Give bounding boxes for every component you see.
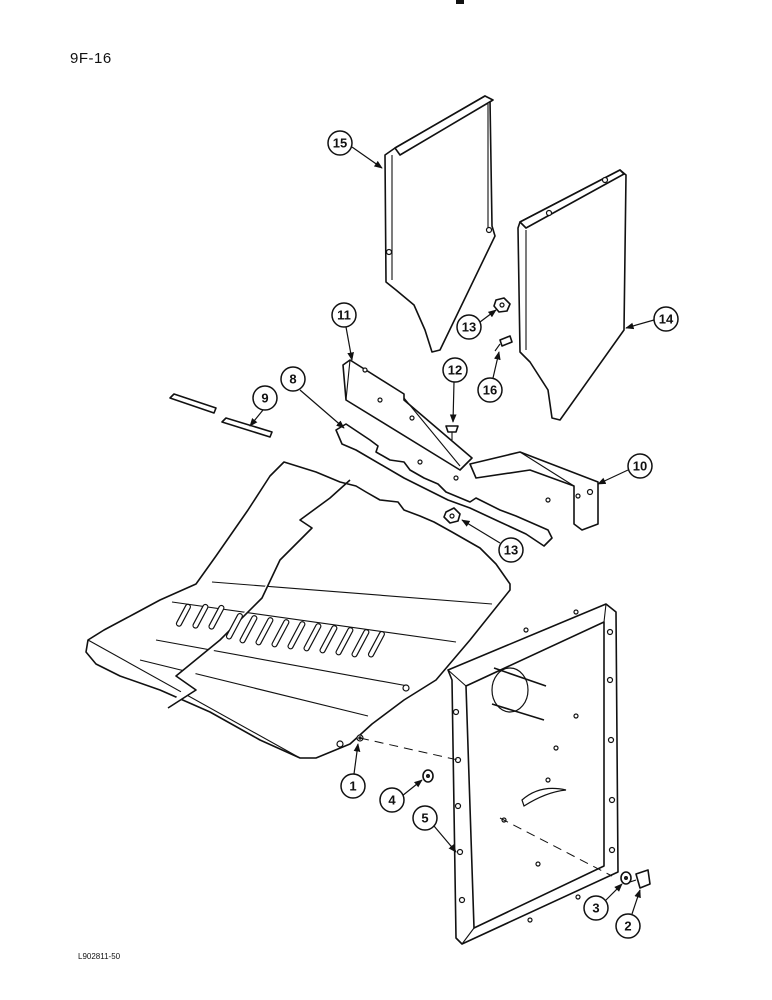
callout-13-upper: 13 <box>456 309 497 340</box>
callout-14-label: 14 <box>659 312 674 327</box>
callout-12: 12 <box>442 357 468 423</box>
callout-2: 2 <box>615 889 641 939</box>
part-16-screw <box>494 335 513 352</box>
part-13-nut-upper <box>493 297 511 313</box>
callout-9: 9 <box>249 385 278 427</box>
callout-3: 3 <box>583 883 623 921</box>
callout-11: 11 <box>331 302 357 361</box>
panel-slots <box>175 603 385 658</box>
callout-4-label: 4 <box>388 793 396 808</box>
assembly-lines <box>359 737 613 877</box>
callout-2-label: 2 <box>624 919 631 934</box>
part-10-right-bracket <box>469 451 599 531</box>
callout-11-label: 11 <box>337 308 351 323</box>
figure-code: L902811-50 <box>78 952 121 961</box>
part-4-washer <box>422 769 434 783</box>
callout-5: 5 <box>412 805 457 853</box>
page-top-mark <box>456 0 464 4</box>
callout-1: 1 <box>340 743 366 799</box>
callout-1-label: 1 <box>349 779 356 794</box>
callout-5-label: 5 <box>421 811 428 826</box>
callout-15-label: 15 <box>333 136 347 151</box>
callout-12-label: 12 <box>448 363 462 378</box>
callout-13-lower: 13 <box>461 519 524 563</box>
part-1-slotted-panel <box>85 461 511 759</box>
callout-10: 10 <box>597 453 653 485</box>
callout-8-label: 8 <box>289 372 296 387</box>
part-3-washer <box>620 871 632 885</box>
part-14-side-shield <box>517 169 627 421</box>
callout-15: 15 <box>327 130 383 169</box>
part-5-frame-plate <box>447 603 619 945</box>
callout-10-label: 10 <box>633 459 647 474</box>
part-2-bolt <box>629 869 651 889</box>
part-11-upper-bracket <box>342 359 473 471</box>
frame-studs <box>491 667 547 721</box>
callout-3-label: 3 <box>592 901 599 916</box>
callout-9-label: 9 <box>261 391 268 406</box>
callout-16-label: 16 <box>483 383 497 398</box>
part-15-upper-shield <box>384 95 496 353</box>
callout-14: 14 <box>625 306 679 332</box>
part-12-screw <box>445 425 459 440</box>
callout-16: 16 <box>477 351 503 403</box>
part-9-rods <box>169 393 273 438</box>
part-8-notched-strip <box>335 423 553 547</box>
callout-13-upper-label: 13 <box>462 320 476 335</box>
page-code: 9F-16 <box>70 50 112 67</box>
callout-4: 4 <box>379 779 423 813</box>
callout-13-lower-label: 13 <box>504 543 518 558</box>
part-13-nut-lower <box>443 507 461 524</box>
callout-8: 8 <box>280 366 345 429</box>
